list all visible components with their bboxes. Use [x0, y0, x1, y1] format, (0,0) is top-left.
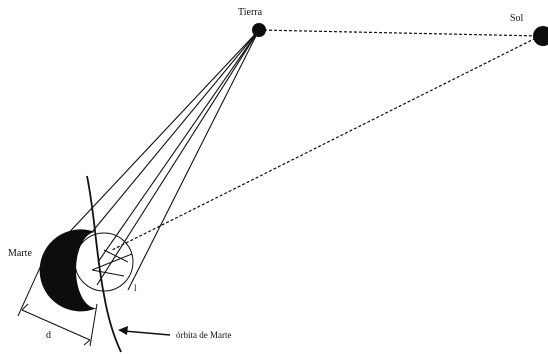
- orbit-arrow: [118, 326, 171, 336]
- d-dimension: [17, 251, 98, 347]
- sun-mars-line: [111, 35, 541, 251]
- orbit-label: órbita de Marte: [176, 330, 231, 340]
- mars-disk: [39, 229, 97, 312]
- d-label: d: [46, 330, 51, 341]
- sun-dot: [533, 26, 548, 46]
- mars-orbit: [86, 175, 122, 353]
- earth-sight-lines: [61, 29, 260, 291]
- mars-outline-circle: [74, 232, 134, 292]
- earth-dot: [252, 23, 266, 37]
- l-label: l: [134, 283, 137, 293]
- earth-label: Tierra: [238, 7, 263, 18]
- mars-label: Marte: [8, 248, 32, 259]
- earth-sun-line: [258, 29, 541, 37]
- sun-label: Sol: [510, 13, 524, 24]
